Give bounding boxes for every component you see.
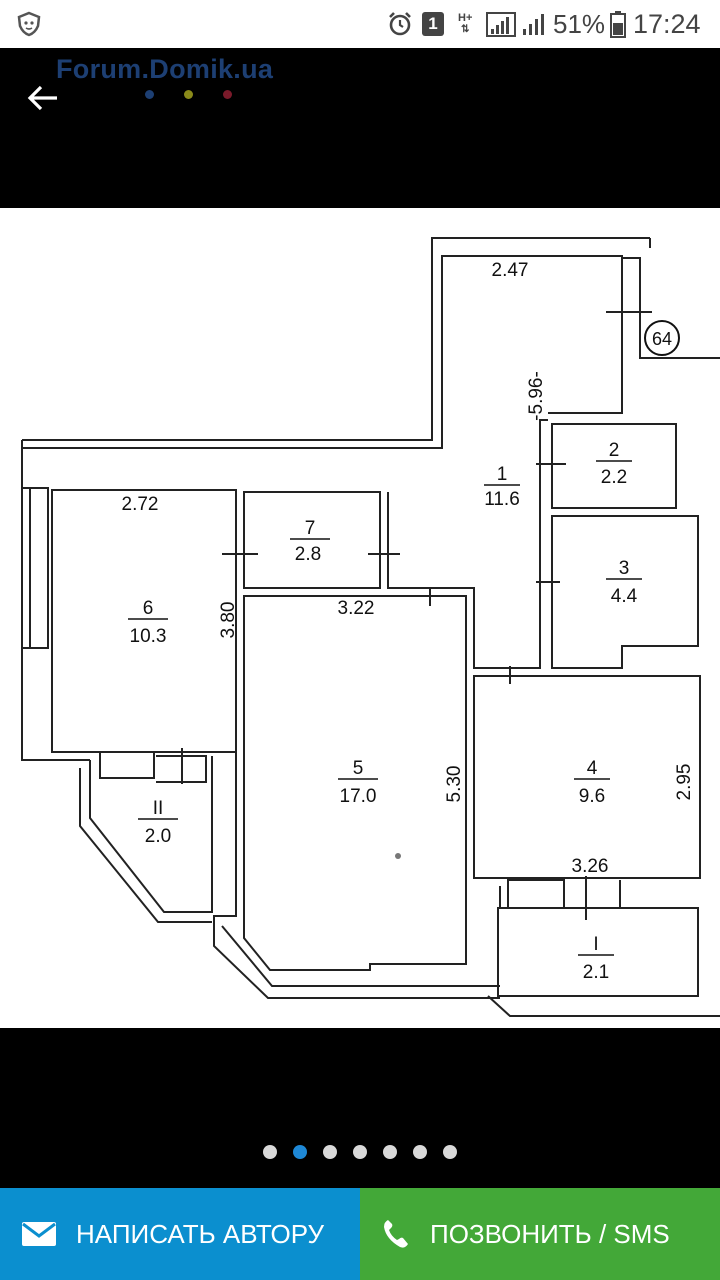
room-id: 5 — [353, 758, 364, 779]
dimension-label: 2.47 — [492, 260, 529, 281]
room-id: 3 — [619, 558, 630, 579]
network-type: H+⇅ — [458, 12, 473, 36]
dimension-label: 2.72 — [122, 494, 159, 515]
signal-1-icon — [486, 0, 516, 48]
watermark-dots — [145, 90, 232, 99]
envelope-icon — [22, 1222, 56, 1246]
back-button[interactable] — [18, 76, 68, 120]
room-area: 17.0 — [340, 786, 377, 807]
image-pager — [0, 1140, 720, 1164]
pager-dot[interactable] — [443, 1145, 457, 1159]
dimension-label: 3.26 — [572, 856, 609, 877]
phone-icon — [382, 1219, 410, 1249]
dimension-label: -5.96- — [526, 371, 547, 421]
dimension-label: 3.22 — [338, 598, 375, 619]
pager-dot-active[interactable] — [293, 1145, 307, 1159]
alarm-icon — [386, 0, 414, 48]
room-area: 2.0 — [145, 826, 171, 847]
room-area: 2.8 — [295, 544, 321, 565]
room-area: 11.6 — [484, 489, 520, 510]
shield-cat-icon — [16, 0, 42, 48]
battery-percent: 51% — [553, 8, 606, 39]
pager-dot[interactable] — [263, 1145, 277, 1159]
dimension-label: 3.80 — [218, 602, 239, 639]
room-id: 1 — [497, 464, 508, 485]
signal-2-icon — [522, 0, 546, 48]
write-author-button[interactable]: НАПИСАТЬ АВТОРУ — [0, 1188, 360, 1280]
watermark: Forum.Domik.ua — [56, 54, 274, 84]
floor-plan-image[interactable]: 64 1 11.6 2 2.2 3 4.4 4 9.6 5 17.0 6 10.… — [0, 208, 720, 1028]
sim-badge: 1 — [422, 0, 444, 48]
pager-dot[interactable] — [323, 1145, 337, 1159]
room-id: 2 — [609, 440, 620, 461]
room-area: 2.1 — [583, 962, 609, 983]
room-id: 4 — [587, 758, 598, 779]
room-area: 10.3 — [130, 626, 167, 647]
dimension-label: 5.30 — [444, 766, 465, 803]
room-id: 6 — [143, 598, 154, 619]
toolbar: Forum.Domik.ua — [0, 48, 720, 208]
pager-dot[interactable] — [383, 1145, 397, 1159]
write-author-label: НАПИСАТЬ АВТОРУ — [76, 1218, 325, 1249]
room-id: 7 — [305, 518, 316, 539]
room-id: I — [593, 934, 598, 955]
call-sms-button[interactable]: ПОЗВОНИТЬ / SMS — [360, 1188, 720, 1280]
battery-icon — [610, 0, 626, 48]
room-area: 2.2 — [601, 467, 627, 488]
status-bar: 1 H+⇅ 51% 17:24 — [0, 0, 720, 48]
call-sms-label: ПОЗВОНИТЬ / SMS — [430, 1218, 670, 1249]
dimension-label: 2.95 — [674, 764, 695, 801]
floor-plan-drawing: 64 1 11.6 2 2.2 3 4.4 4 9.6 5 17.0 6 10.… — [21, 237, 720, 1017]
arrow-left-icon — [27, 85, 57, 111]
room-area: 9.6 — [579, 786, 605, 807]
pager-dot[interactable] — [353, 1145, 367, 1159]
plan-marker: 64 — [652, 329, 672, 349]
room-area: 4.4 — [611, 586, 638, 607]
clock: 17:24 — [633, 8, 701, 39]
room-id: II — [153, 798, 164, 819]
pager-dot[interactable] — [413, 1145, 427, 1159]
action-bar: НАПИСАТЬ АВТОРУ ПОЗВОНИТЬ / SMS — [0, 1188, 720, 1280]
